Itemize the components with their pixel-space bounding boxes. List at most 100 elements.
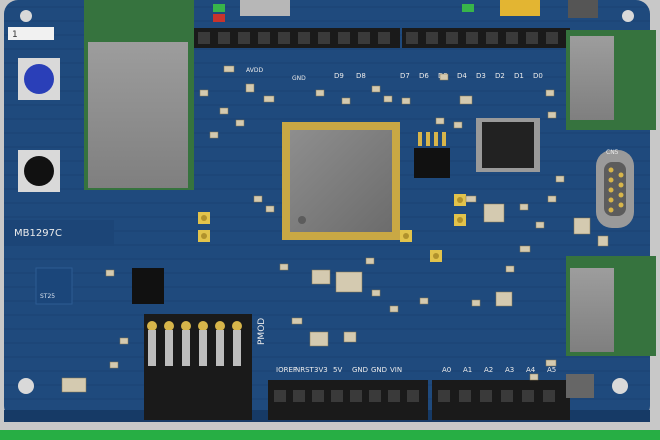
st-logo-area (35, 267, 73, 305)
silk-power-label: GND (352, 366, 368, 374)
smd-component (495, 291, 513, 307)
bottom-pin (293, 390, 305, 402)
silk-avdd-label: AVDD (246, 67, 263, 74)
smd-components (61, 65, 609, 393)
bottom-pin (331, 390, 343, 402)
smd-component (459, 95, 473, 105)
small-chip-pins (418, 132, 446, 146)
top-pin (506, 32, 518, 44)
pmod-pin-body (165, 330, 173, 366)
top-pin (546, 32, 558, 44)
smd-component (555, 175, 565, 183)
smd-component (291, 317, 303, 325)
pmod-pin (232, 321, 242, 331)
pmod-label: PMOD (257, 318, 267, 345)
smd-component (343, 331, 357, 343)
db9-pin (618, 202, 624, 208)
top-pin (338, 32, 350, 44)
smd-component (529, 373, 539, 381)
silk-digital-label: D4 (457, 72, 467, 80)
silk-power-label: NRST (295, 366, 315, 374)
silk-power-label: 5V (333, 366, 342, 374)
test-pads (198, 194, 466, 262)
smd-component (109, 361, 119, 369)
smd-component (263, 95, 275, 103)
board-label: MB1297C (14, 228, 62, 239)
smd-component (519, 245, 531, 253)
black-push-button[interactable] (24, 156, 54, 186)
smd-component (199, 89, 209, 97)
led-green-1 (213, 4, 225, 12)
pmod-pin (164, 321, 174, 331)
top-pin (298, 32, 310, 44)
smd-component (315, 89, 325, 97)
smd-component (439, 73, 449, 81)
smd-component (435, 117, 445, 125)
bottom-header-left (268, 380, 428, 420)
db9-pin (608, 187, 614, 193)
smd-component (547, 111, 557, 119)
smd-component (453, 121, 463, 129)
bottom-pin (501, 390, 513, 402)
smd-component (401, 97, 411, 105)
small-chip-pin (426, 132, 430, 146)
silk-digital-label: D8 (356, 72, 366, 80)
bottom-right-chip (566, 374, 594, 398)
silk-analog-label: A3 (505, 366, 514, 374)
smd-component (371, 85, 381, 93)
top-right-hole (622, 10, 634, 22)
smd-component (253, 195, 263, 203)
st-logo-text: ST25 (40, 293, 55, 300)
pmod-pin (215, 321, 225, 331)
green-bottom-bar (0, 430, 660, 440)
small-chip-pin (434, 132, 438, 146)
small-black-chip (414, 148, 450, 178)
smd-component (545, 89, 555, 97)
smd-component (519, 203, 529, 211)
board-label-area (4, 220, 114, 246)
main-mcu (290, 130, 392, 232)
silk-analog-label: A5 (547, 366, 556, 374)
smd-component (265, 205, 275, 213)
db9-pin (608, 167, 614, 173)
top-pin (258, 32, 270, 44)
smd-component (365, 257, 375, 265)
smd-component (471, 299, 481, 307)
smd-component (389, 305, 399, 313)
silk-power-label: GND (371, 366, 387, 374)
db9-pin (608, 177, 614, 183)
top-connector (240, 0, 290, 16)
top-pin (238, 32, 250, 44)
svg-text:1: 1 (12, 30, 18, 40)
top-pin (526, 32, 538, 44)
silk-digital-label: D7 (400, 72, 410, 80)
smd-component (371, 289, 381, 297)
smd-component (547, 195, 557, 203)
silk-power-label: IOREF (276, 366, 297, 374)
top-pin (278, 32, 290, 44)
blue-push-button[interactable] (24, 64, 54, 94)
smd-component (597, 235, 609, 247)
smd-component (341, 97, 351, 105)
smd-component (105, 269, 115, 277)
smd-component (311, 269, 331, 285)
right-module-bottom-face (570, 268, 614, 352)
bottom-pin (407, 390, 419, 402)
top-right-chip (568, 0, 598, 18)
silk-analog-label: A0 (442, 366, 451, 374)
top-pin (358, 32, 370, 44)
bottom-pin (543, 390, 555, 402)
bottom-left-hole (18, 378, 34, 394)
pmod-pin-body (216, 330, 224, 366)
bottom-pin (388, 390, 400, 402)
top-left-hole (20, 10, 32, 22)
bottom-pin (522, 390, 534, 402)
led-red (213, 14, 225, 22)
top-pin (378, 32, 390, 44)
silk-digital-label: D6 (419, 72, 429, 80)
bottom-right-hole (612, 378, 628, 394)
pmod-pin-body (148, 330, 156, 366)
silk-analog-label: A4 (526, 366, 536, 374)
silk-power-label: VIN (390, 366, 402, 374)
